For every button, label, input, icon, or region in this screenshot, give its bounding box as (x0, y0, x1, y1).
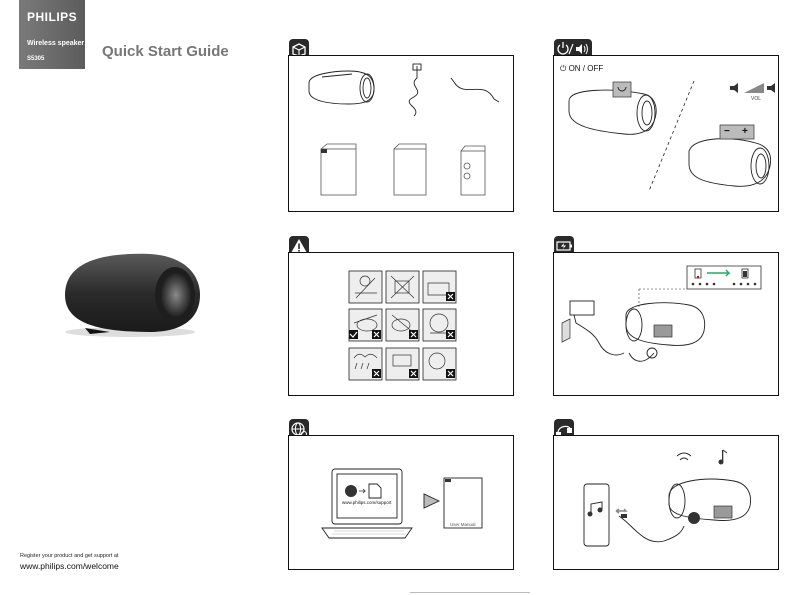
charging-illustration (561, 265, 762, 362)
charge-icon (554, 236, 574, 256)
warning-icon (289, 236, 309, 256)
brand-logo: PHILIPS (27, 10, 78, 24)
online-manual-illustration (321, 468, 483, 539)
online-manual-panel: www.philips.com/support User Manual (288, 435, 514, 570)
aux-panel (553, 435, 779, 570)
guide-title: Quick Start Guide (102, 43, 229, 60)
warnings-illustration (348, 270, 457, 381)
footer-line (410, 592, 530, 593)
power-volume-illustration (568, 80, 775, 192)
product-name: Wireless speaker (27, 40, 85, 47)
aux-cable-icon (554, 419, 574, 439)
on-off-text: ON / OFF (568, 64, 604, 73)
brand-box (19, 0, 85, 69)
volume-minus-button: − (724, 126, 730, 137)
on-off-label: ⏻ ON / OFF (560, 64, 603, 74)
volume-plus-button: + (742, 126, 748, 137)
register-text: Register your product and get support at (20, 553, 119, 559)
power-volume-panel: ⏻ ON / OFF − + VOL (553, 55, 779, 212)
box-icon (289, 39, 309, 59)
power-volume-icon (554, 39, 592, 59)
power-icon: ⏻ (560, 64, 567, 73)
model-number: S5305 (27, 56, 45, 62)
aux-illustration (583, 449, 751, 547)
box-contents-illustration (308, 63, 500, 196)
charging-panel (553, 252, 779, 396)
speaker-photo (65, 253, 200, 337)
vol-label: VOL (751, 96, 762, 102)
register-url[interactable]: www.philips.com/welcome (20, 561, 119, 571)
manual-title: User Manual (450, 522, 476, 527)
warnings-panel (288, 252, 514, 396)
box-contents-panel (288, 55, 514, 212)
support-url: www.philips.com/support (342, 500, 392, 505)
